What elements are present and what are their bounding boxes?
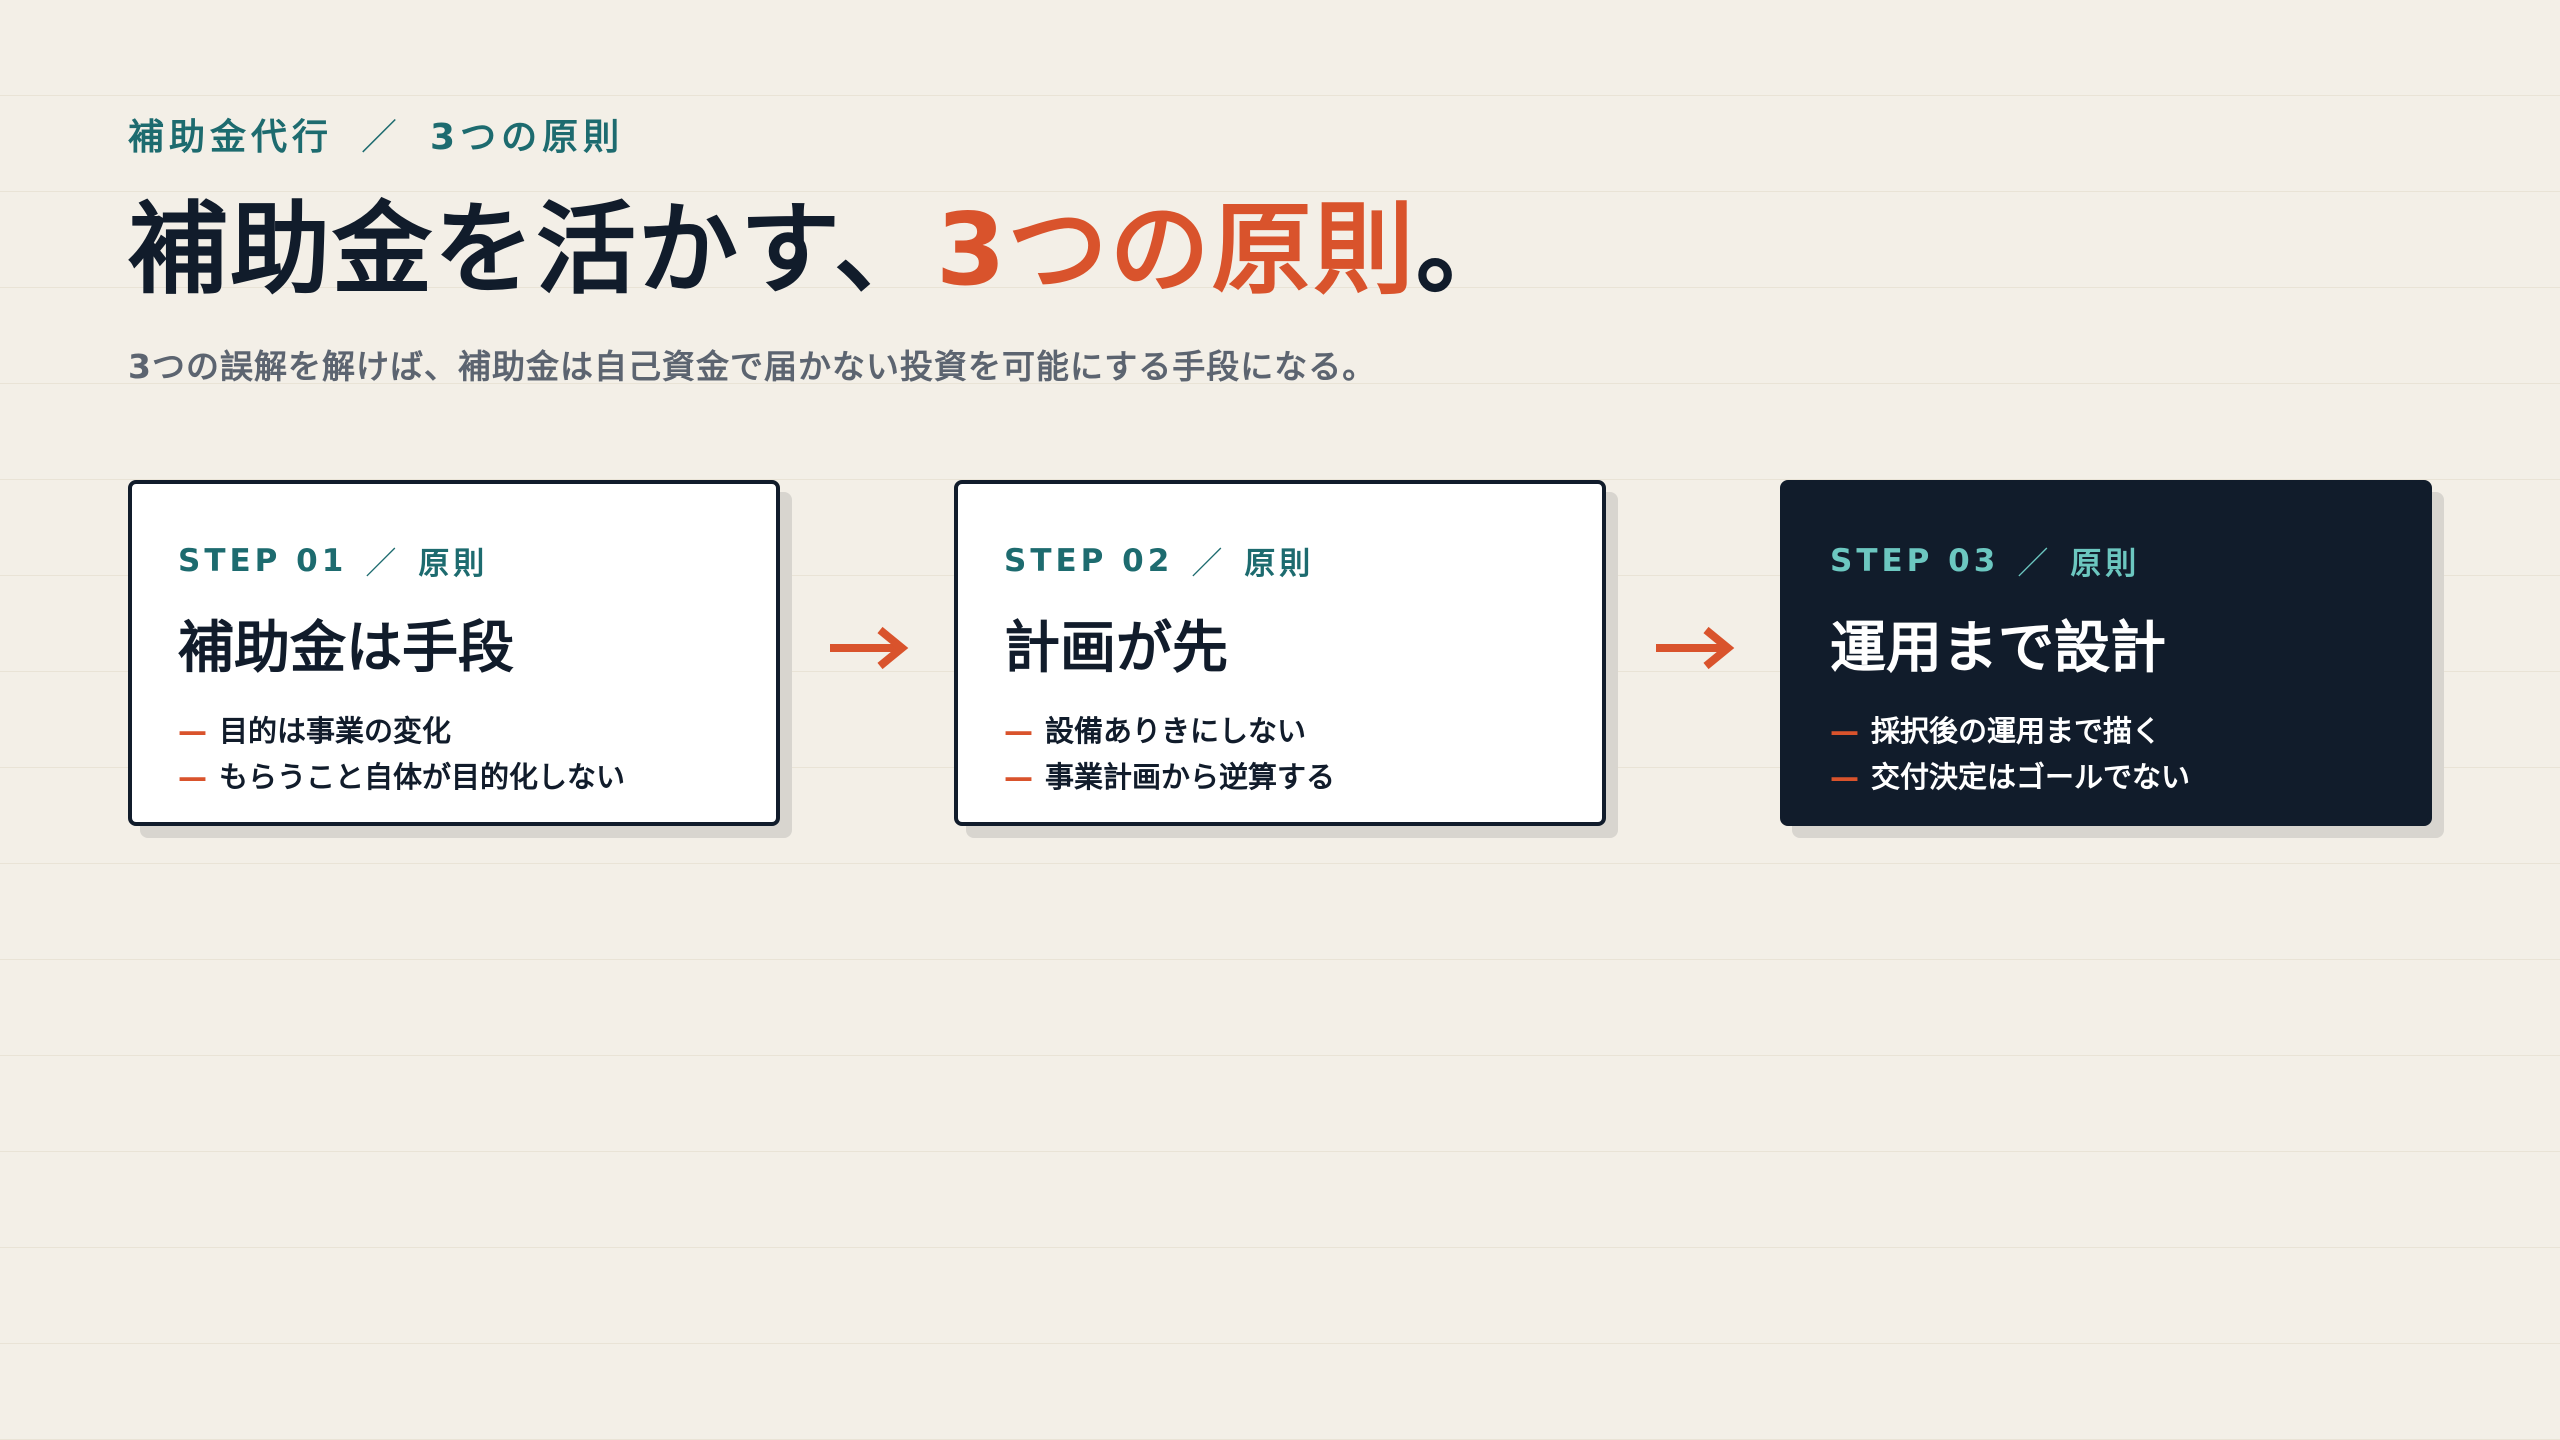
step-card-1: STEP 01 ／ 原則 補助金は手段 — 目的は事業の変化 — もらうこと自体が目… [128, 480, 780, 826]
slide: 補助金代行 ／ 3つの原則 補助金を活かす、3つの原則。 3つの誤解を解けば、補… [128, 108, 2438, 826]
step-points: — 目的は事業の変化 — もらうこと自体が目的化しない [178, 708, 730, 800]
step-card-3: STEP 03 ／ 原則 運用まで設計 — 採択後の運用まで描く — 交付決定はゴー… [1780, 480, 2432, 826]
bullet-dash: — [1004, 760, 1033, 794]
arrow-right-icon-svg [830, 626, 909, 670]
eyebrow-secondary: 3つの原則 [430, 117, 625, 158]
title-main: 補助金を活かす、 [128, 191, 936, 308]
list-item: — 採択後の運用まで描く [1830, 708, 2382, 754]
step-separator: ／ [1191, 546, 1227, 582]
arrow-right-icon [820, 598, 920, 698]
list-item: — 交付決定はゴールでない [1830, 754, 2382, 800]
page-title: 補助金を活かす、3つの原則。 [128, 190, 2438, 310]
step-tag: STEP 03 ／ 原則 [1830, 538, 2382, 583]
point-text: 採択後の運用まで描く [1871, 714, 2162, 748]
step-tag: STEP 01 ／ 原則 [178, 538, 730, 583]
step-title: 補助金は手段 [178, 616, 514, 681]
point-text: 設備ありきにしない [1045, 714, 1307, 748]
step-card-2: STEP 02 ／ 原則 計画が先 — 設備ありきにしない — 事業計画から逆算する [954, 480, 1606, 826]
bullet-dash: — [1830, 760, 1859, 794]
step-title: 計画が先 [1004, 616, 1228, 681]
list-item: — 目的は事業の変化 [178, 708, 730, 754]
page-subtitle: 3つの誤解を解けば、補助金は自己資金で届かない投資を可能にする手段になる。 [128, 347, 1377, 386]
step-category: 原則 [418, 546, 489, 582]
steps-row: STEP 01 ／ 原則 補助金は手段 — 目的は事業の変化 — もらうこと自体が目… [128, 480, 2438, 830]
step-points: — 採択後の運用まで描く — 交付決定はゴールでない [1830, 708, 2382, 800]
step-tag: STEP 02 ／ 原則 [1004, 538, 1556, 583]
bullet-dash: — [178, 714, 207, 748]
bullet-dash: — [178, 760, 207, 794]
list-item: — もらうこと自体が目的化しない [178, 754, 730, 800]
step-separator: ／ [2017, 546, 2053, 582]
arrow-right-icon [1646, 598, 1746, 698]
step-number: STEP 02 [1004, 542, 1174, 579]
step-number: STEP 01 [178, 542, 348, 579]
eyebrow-separator: ／ [361, 117, 403, 158]
step-title: 運用まで設計 [1830, 616, 2166, 681]
step-number: STEP 03 [1830, 542, 2000, 579]
step-separator: ／ [365, 546, 401, 582]
step-category: 原則 [2070, 546, 2141, 582]
eyebrow-primary: 補助金代行 [128, 117, 334, 158]
bullet-dash: — [1830, 714, 1859, 748]
title-accent: 3つの原則 [936, 191, 1416, 308]
eyebrow: 補助金代行 ／ 3つの原則 [128, 108, 2438, 160]
step-category: 原則 [1244, 546, 1315, 582]
point-text: 目的は事業の変化 [219, 714, 452, 748]
arrow-right-icon-svg [1656, 626, 1735, 670]
point-text: 交付決定はゴールでない [1871, 760, 2191, 794]
list-item: — 事業計画から逆算する [1004, 754, 1556, 800]
title-end: 。 [1415, 191, 1518, 308]
list-item: — 設備ありきにしない [1004, 708, 1556, 754]
bullet-dash: — [1004, 714, 1033, 748]
point-text: もらうこと自体が目的化しない [219, 760, 626, 794]
point-text: 事業計画から逆算する [1045, 760, 1336, 794]
step-points: — 設備ありきにしない — 事業計画から逆算する [1004, 708, 1556, 800]
